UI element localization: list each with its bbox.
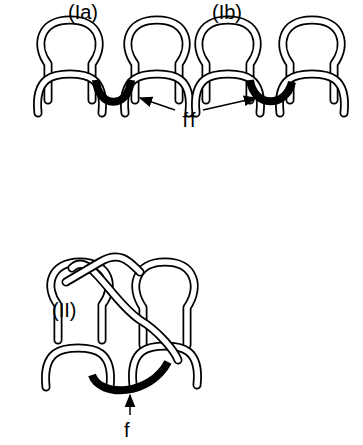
- crossing-loop-core: [72, 264, 178, 360]
- leader-arrow: [203, 98, 256, 110]
- leader-arrow: [140, 98, 175, 110]
- sinker-loop: [250, 80, 292, 101]
- callout-letter: f: [190, 110, 196, 130]
- lower-loop: [125, 74, 190, 113]
- needle-loop-core: [41, 20, 99, 100]
- needle-loop: [41, 20, 99, 100]
- needle-loop: [136, 262, 194, 345]
- callout-letter: f: [182, 110, 188, 130]
- lower-loop: [38, 74, 103, 113]
- sinker-loop: [96, 80, 131, 102]
- leader-arrow: [129, 395, 131, 415]
- lower-loop-core: [125, 74, 190, 113]
- crossing-loop: [72, 264, 178, 360]
- sinker-loop: [92, 362, 168, 390]
- needle-loop: [128, 20, 186, 100]
- needle-loop-core: [136, 262, 194, 345]
- lower-loop-core: [38, 74, 103, 113]
- figure-label: (II): [52, 300, 76, 320]
- needle-loop-core: [128, 20, 186, 100]
- figure-label: (Ib): [212, 2, 242, 22]
- crossing-loop: [66, 257, 140, 282]
- callout-letter: f: [124, 420, 130, 440]
- figure-label: (Ia): [68, 2, 98, 22]
- crossing-loop-core: [66, 257, 140, 282]
